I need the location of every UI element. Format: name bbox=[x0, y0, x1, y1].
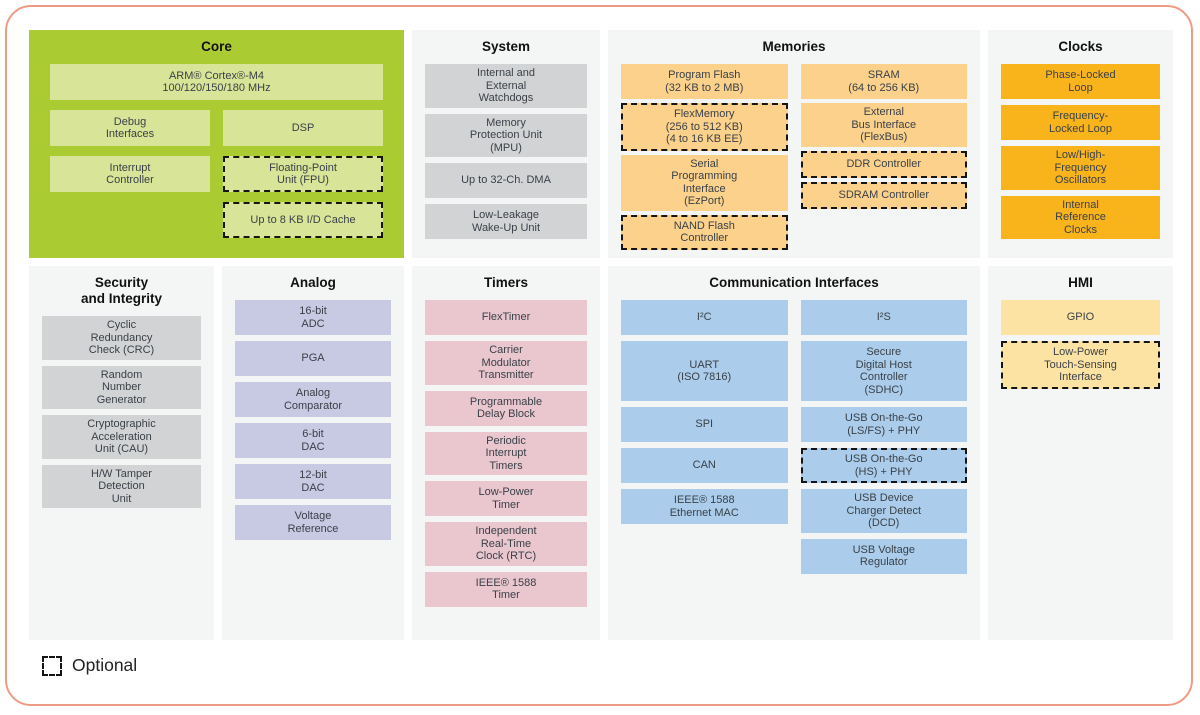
panel-timers-title: Timers bbox=[483, 275, 529, 290]
block-llwu: Low-Leakage Wake-Up Unit bbox=[425, 204, 587, 239]
block-programmable-delay-block: Programmable Delay Block bbox=[425, 390, 587, 426]
block-flexmemory: FlexMemory (256 to 512 KB) (4 to 16 KB E… bbox=[621, 103, 788, 151]
panel-hmi: HMI GPIO Low-Power Touch-Sensing Interfa… bbox=[988, 266, 1173, 640]
panel-hmi-title: HMI bbox=[1068, 275, 1093, 290]
panel-analog-title: Analog bbox=[290, 275, 336, 290]
block-16bit-adc: 16-bit ADC bbox=[235, 300, 391, 335]
block-oscillators: Low/High- Frequency Oscillators bbox=[1001, 146, 1160, 190]
memories-blocks: Program Flash (32 KB to 2 MB) FlexMemory… bbox=[621, 64, 967, 250]
block-usb-voltage-regulator: USB Voltage Regulator bbox=[800, 538, 967, 574]
block-usb-otg-hs: USB On-the-Go (HS) + PHY bbox=[800, 448, 967, 483]
block-debug-interfaces: Debug Interfaces bbox=[50, 110, 210, 146]
diagram-grid: Core ARM® Cortex®-M4 100/120/150/180 MHz… bbox=[29, 30, 1173, 640]
block-ethernet-mac: IEEE® 1588 Ethernet MAC bbox=[621, 489, 788, 524]
block-sdram-controller: SDRAM Controller bbox=[800, 181, 967, 209]
block-sram: SRAM (64 to 256 KB) bbox=[800, 64, 967, 99]
block-uart: UART (ISO 7816) bbox=[621, 341, 788, 401]
communication-blocks: I²C UART (ISO 7816) SPI CAN IEEE® 1588 E… bbox=[621, 300, 967, 574]
panel-communication-title: Communication Interfaces bbox=[709, 275, 879, 290]
system-blocks: Internal and External Watchdogs Memory P… bbox=[425, 64, 587, 239]
optional-dashed-box-icon bbox=[42, 655, 62, 676]
block-dma: Up to 32-Ch. DMA bbox=[425, 163, 587, 198]
block-can: CAN bbox=[621, 448, 788, 483]
block-tamper-detection: H/W Tamper Detection Unit bbox=[42, 464, 201, 508]
communication-left-column: I²C UART (ISO 7816) SPI CAN IEEE® 1588 E… bbox=[621, 300, 788, 524]
block-rng: Random Number Generator bbox=[42, 365, 201, 409]
block-internal-external-watchdogs: Internal and External Watchdogs bbox=[425, 64, 587, 108]
core-blocks: ARM® Cortex®-M4 100/120/150/180 MHz Debu… bbox=[50, 64, 383, 238]
panel-security: Security and Integrity Cyclic Redundancy… bbox=[29, 266, 214, 640]
block-program-flash: Program Flash (32 KB to 2 MB) bbox=[621, 64, 788, 99]
block-12bit-dac: 12-bit DAC bbox=[235, 464, 391, 499]
block-cau: Cryptographic Acceleration Unit (CAU) bbox=[42, 415, 201, 459]
panel-security-title: Security and Integrity bbox=[80, 275, 162, 306]
communication-right-column: I²S Secure Digital Host Controller (SDHC… bbox=[800, 300, 967, 574]
panel-system: System Internal and External Watchdogs M… bbox=[412, 30, 600, 258]
timers-blocks: FlexTimer Carrier Modulator Transmitter … bbox=[425, 300, 587, 607]
block-interrupt-controller: Interrupt Controller bbox=[50, 156, 210, 192]
block-ezport: Serial Programming Interface (EzPort) bbox=[621, 154, 788, 211]
panel-system-title: System bbox=[481, 39, 531, 54]
block-gpio: GPIO bbox=[1001, 300, 1160, 335]
optional-legend: Optional bbox=[42, 655, 1173, 676]
block-usb-dcd: USB Device Charger Detect (DCD) bbox=[800, 489, 967, 533]
block-pga: PGA bbox=[235, 341, 391, 376]
block-fpu: Floating-Point Unit (FPU) bbox=[223, 156, 383, 192]
block-ddr-controller: DDR Controller bbox=[800, 150, 967, 178]
block-flexbus: External Bus Interface (FlexBus) bbox=[800, 103, 967, 147]
block-analog-comparator: Analog Comparator bbox=[235, 382, 391, 417]
block-usb-otg-lsfs: USB On-the-Go (LS/FS) + PHY bbox=[800, 407, 967, 442]
block-carrier-modulator-transmitter: Carrier Modulator Transmitter bbox=[425, 341, 587, 385]
panel-communication: Communication Interfaces I²C UART (ISO 7… bbox=[608, 266, 980, 640]
analog-blocks: 16-bit ADC PGA Analog Comparator 6-bit D… bbox=[235, 300, 391, 540]
block-i2s: I²S bbox=[800, 300, 967, 335]
block-voltage-reference: Voltage Reference bbox=[235, 505, 391, 540]
optional-label: Optional bbox=[72, 655, 138, 675]
block-spi: SPI bbox=[621, 407, 788, 442]
panel-analog: Analog 16-bit ADC PGA Analog Comparator … bbox=[222, 266, 404, 640]
block-nand-flash-controller: NAND Flash Controller bbox=[621, 214, 788, 250]
block-fll: Frequency- Locked Loop bbox=[1001, 105, 1160, 140]
panel-memories: Memories Program Flash (32 KB to 2 MB) F… bbox=[608, 30, 980, 258]
memories-left-column: Program Flash (32 KB to 2 MB) FlexMemory… bbox=[621, 64, 788, 250]
panel-clocks: Clocks Phase-Locked Loop Frequency- Lock… bbox=[988, 30, 1173, 258]
block-id-cache: Up to 8 KB I/D Cache bbox=[223, 202, 383, 238]
security-blocks: Cyclic Redundancy Check (CRC) Random Num… bbox=[42, 316, 201, 508]
block-internal-reference-clocks: Internal Reference Clocks bbox=[1001, 195, 1160, 239]
block-i2c: I²C bbox=[621, 300, 788, 335]
panel-clocks-title: Clocks bbox=[1058, 39, 1103, 54]
clocks-blocks: Phase-Locked Loop Frequency- Locked Loop… bbox=[1001, 64, 1160, 239]
block-crc: Cyclic Redundancy Check (CRC) bbox=[42, 316, 201, 360]
block-ieee1588-timer: IEEE® 1588 Timer bbox=[425, 571, 587, 607]
panel-timers: Timers FlexTimer Carrier Modulator Trans… bbox=[412, 266, 600, 640]
block-mpu: Memory Protection Unit (MPU) bbox=[425, 113, 587, 157]
block-flextimer: FlexTimer bbox=[425, 300, 587, 335]
block-rtc: Independent Real-Time Clock (RTC) bbox=[425, 522, 587, 566]
block-touch-sensing: Low-Power Touch-Sensing Interface bbox=[1001, 341, 1160, 389]
block-arm-cortex-m4: ARM® Cortex®-M4 100/120/150/180 MHz bbox=[50, 64, 383, 100]
block-sdhc: Secure Digital Host Controller (SDHC) bbox=[800, 341, 967, 401]
block-pll: Phase-Locked Loop bbox=[1001, 64, 1160, 99]
panel-memories-title: Memories bbox=[762, 39, 826, 54]
hmi-blocks: GPIO Low-Power Touch-Sensing Interface bbox=[1001, 300, 1160, 389]
block-dsp: DSP bbox=[223, 110, 383, 146]
block-periodic-interrupt-timers: Periodic Interrupt Timers bbox=[425, 431, 587, 475]
soc-block-diagram: Core ARM® Cortex®-M4 100/120/150/180 MHz… bbox=[5, 5, 1193, 706]
panel-core-title: Core bbox=[201, 39, 232, 54]
block-low-power-timer: Low-Power Timer bbox=[425, 481, 587, 516]
memories-right-column: SRAM (64 to 256 KB) External Bus Interfa… bbox=[800, 64, 967, 209]
panel-core: Core ARM® Cortex®-M4 100/120/150/180 MHz… bbox=[29, 30, 404, 258]
block-6bit-dac: 6-bit DAC bbox=[235, 423, 391, 458]
core-empty-cell bbox=[50, 202, 210, 238]
